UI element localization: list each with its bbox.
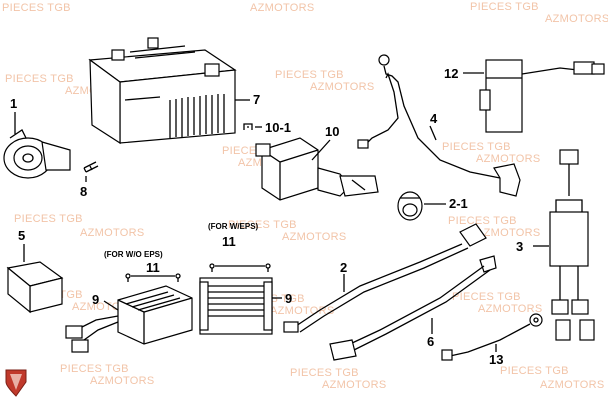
watermark-layer: PIECES TGB AZMOTORS PIECES TGB AZMOTORS … — [2, 1, 608, 391]
watermark-text: AZMOTORS — [250, 2, 315, 14]
screw-wo-eps[interactable] — [125, 273, 181, 282]
callout-cdi-unit: 3 — [516, 239, 523, 254]
callout-battery-cable: 4 — [430, 111, 438, 126]
ground-wire[interactable] — [329, 255, 497, 361]
callout-regulator-wo-eps: 9 — [92, 292, 99, 307]
callout-battery: 7 — [253, 92, 260, 107]
callout-screw-wo-eps: 11 — [146, 260, 160, 275]
callout-ignition-coil: 10 — [325, 124, 339, 139]
watermark-text: PIECES TGB — [500, 365, 569, 377]
watermark-text: AZMOTORS — [545, 13, 608, 25]
note-for-wo-eps: (FOR W/O EPS) — [104, 250, 163, 259]
watermark-text: AZMOTORS — [476, 153, 541, 165]
watermark-text: AZMOTORS — [80, 227, 145, 239]
relay[interactable] — [463, 59, 605, 133]
cdi-wire[interactable] — [283, 223, 487, 333]
fuse-cap[interactable] — [397, 191, 446, 221]
cdi-unit[interactable] — [533, 149, 595, 341]
callout-clip: 10-1 — [265, 120, 291, 135]
callout-ground-wire: 6 — [427, 334, 434, 349]
watermark-text: PIECES TGB — [228, 219, 297, 231]
callout-screw-w-eps: 11 — [222, 234, 236, 249]
bolt[interactable] — [83, 161, 99, 182]
battery[interactable] — [88, 37, 250, 145]
watermark-text: AZMOTORS — [322, 379, 387, 391]
callout-sensor-wire: 13 — [489, 352, 503, 367]
ignition-coil[interactable] — [255, 137, 379, 201]
horn[interactable] — [3, 112, 71, 179]
watermark-text: PIECES TGB — [5, 73, 74, 85]
watermark-text: PIECES TGB — [452, 291, 521, 303]
clip[interactable] — [243, 123, 262, 130]
watermark-text: PIECES TGB — [14, 213, 83, 225]
watermark-text: PIECES TGB — [60, 363, 129, 375]
regulator-wo-eps[interactable] — [65, 285, 193, 353]
watermark-text: AZMOTORS — [90, 375, 155, 387]
callout-fuse-cap: 2-1 — [449, 196, 468, 211]
watermark-text: AZMOTORS — [282, 231, 347, 243]
screw-w-eps[interactable] — [209, 263, 271, 272]
regulator-w-eps[interactable] — [199, 277, 282, 335]
small-box[interactable] — [6, 244, 64, 314]
watermark-text: AZMOTORS — [310, 81, 375, 93]
callout-cdi-wire: 2 — [340, 260, 347, 275]
watermark-text: PIECES TGB — [442, 141, 511, 153]
callout-bolt: 8 — [80, 184, 87, 199]
watermark-text: AZMOTORS — [478, 303, 543, 315]
watermark-text: AZMOTORS — [540, 379, 605, 391]
sensor-wire[interactable] — [441, 313, 543, 361]
watermark-text: AZMOTORS — [476, 227, 541, 239]
watermark-text: PIECES TGB — [275, 69, 344, 81]
battery-cable[interactable] — [357, 54, 521, 197]
watermark-text: AZMOTORS — [270, 305, 335, 317]
callout-small-box: 5 — [18, 228, 25, 243]
watermark-text: PIECES TGB — [2, 2, 71, 14]
watermark-text: PIECES TGB — [448, 215, 517, 227]
watermark-text: PIECES TGB — [290, 367, 359, 379]
callout-horn: 1 — [10, 96, 17, 111]
callout-relay: 12 — [444, 66, 458, 81]
watermark-text: PIECES TGB — [470, 1, 539, 13]
tgb-shield-icon — [5, 369, 27, 397]
note-for-w-eps: (FOR W/EPS) — [208, 222, 259, 231]
callout-regulator-w-eps: 9 — [285, 291, 292, 306]
